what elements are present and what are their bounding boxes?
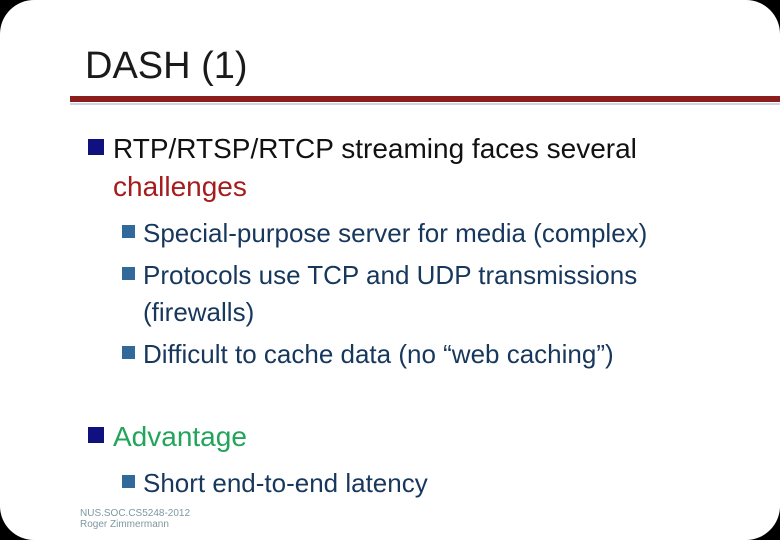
subbullet-short-latency: Short end-to-end latency [0, 465, 780, 502]
bullet-advantage-label: Advantage [113, 421, 247, 452]
bullet-advantage-text: Advantage [113, 418, 247, 456]
bullet-square-icon [88, 139, 104, 155]
footer-course: NUS.SOC.CS5248-2012 [80, 508, 191, 519]
sub-bullet-square-icon [122, 346, 135, 359]
bullet-challenges-line1: RTP/RTSP/RTCP streaming faces several [113, 133, 637, 164]
subbullet-short-latency-text: Short end-to-end latency [143, 465, 428, 502]
bullet-challenges-text: RTP/RTSP/RTCP streaming faces several ch… [113, 130, 637, 206]
subbullet-short-latency-line1: Short end-to-end latency [143, 468, 428, 498]
subbullet-protocols-text: Protocols use TCP and UDP transmissions … [143, 257, 637, 331]
bullet-advantage: Advantage [0, 418, 780, 456]
bullet-challenges: RTP/RTSP/RTCP streaming faces several ch… [0, 130, 780, 206]
subbullet-difficult-cache-text: Difficult to cache data (no “web caching… [143, 336, 614, 373]
sub-bullet-square-icon [122, 267, 135, 280]
subbullet-protocols: Protocols use TCP and UDP transmissions … [0, 257, 780, 331]
bullet-square-icon [88, 427, 104, 443]
subbullet-special-purpose-text: Special-purpose server for media (comple… [143, 215, 647, 252]
title-rule-shadow [70, 103, 780, 105]
title-rule [70, 96, 780, 102]
subbullet-special-purpose-line1: Special-purpose server for media (comple… [143, 218, 648, 248]
subbullet-difficult-cache: Difficult to cache data (no “web caching… [0, 336, 780, 373]
sub-bullet-square-icon [122, 225, 135, 238]
sub-bullet-square-icon [122, 475, 135, 488]
slide-footer: NUS.SOC.CS5248-2012 Roger Zimmermann [80, 508, 190, 530]
subbullet-protocols-line2: (firewalls) [143, 297, 255, 327]
bullet-challenges-line2: challenges [113, 171, 247, 202]
footer-author: Roger Zimmermann [80, 519, 169, 530]
subbullet-protocols-line1: Protocols use TCP and UDP transmissions [143, 260, 638, 290]
slide-body: RTP/RTSP/RTCP streaming faces several ch… [0, 130, 780, 502]
slide-title: DASH (1) [85, 45, 248, 87]
subbullet-difficult-cache-line1: Difficult to cache data (no “web caching… [143, 339, 614, 369]
subbullet-special-purpose: Special-purpose server for media (comple… [0, 215, 780, 252]
